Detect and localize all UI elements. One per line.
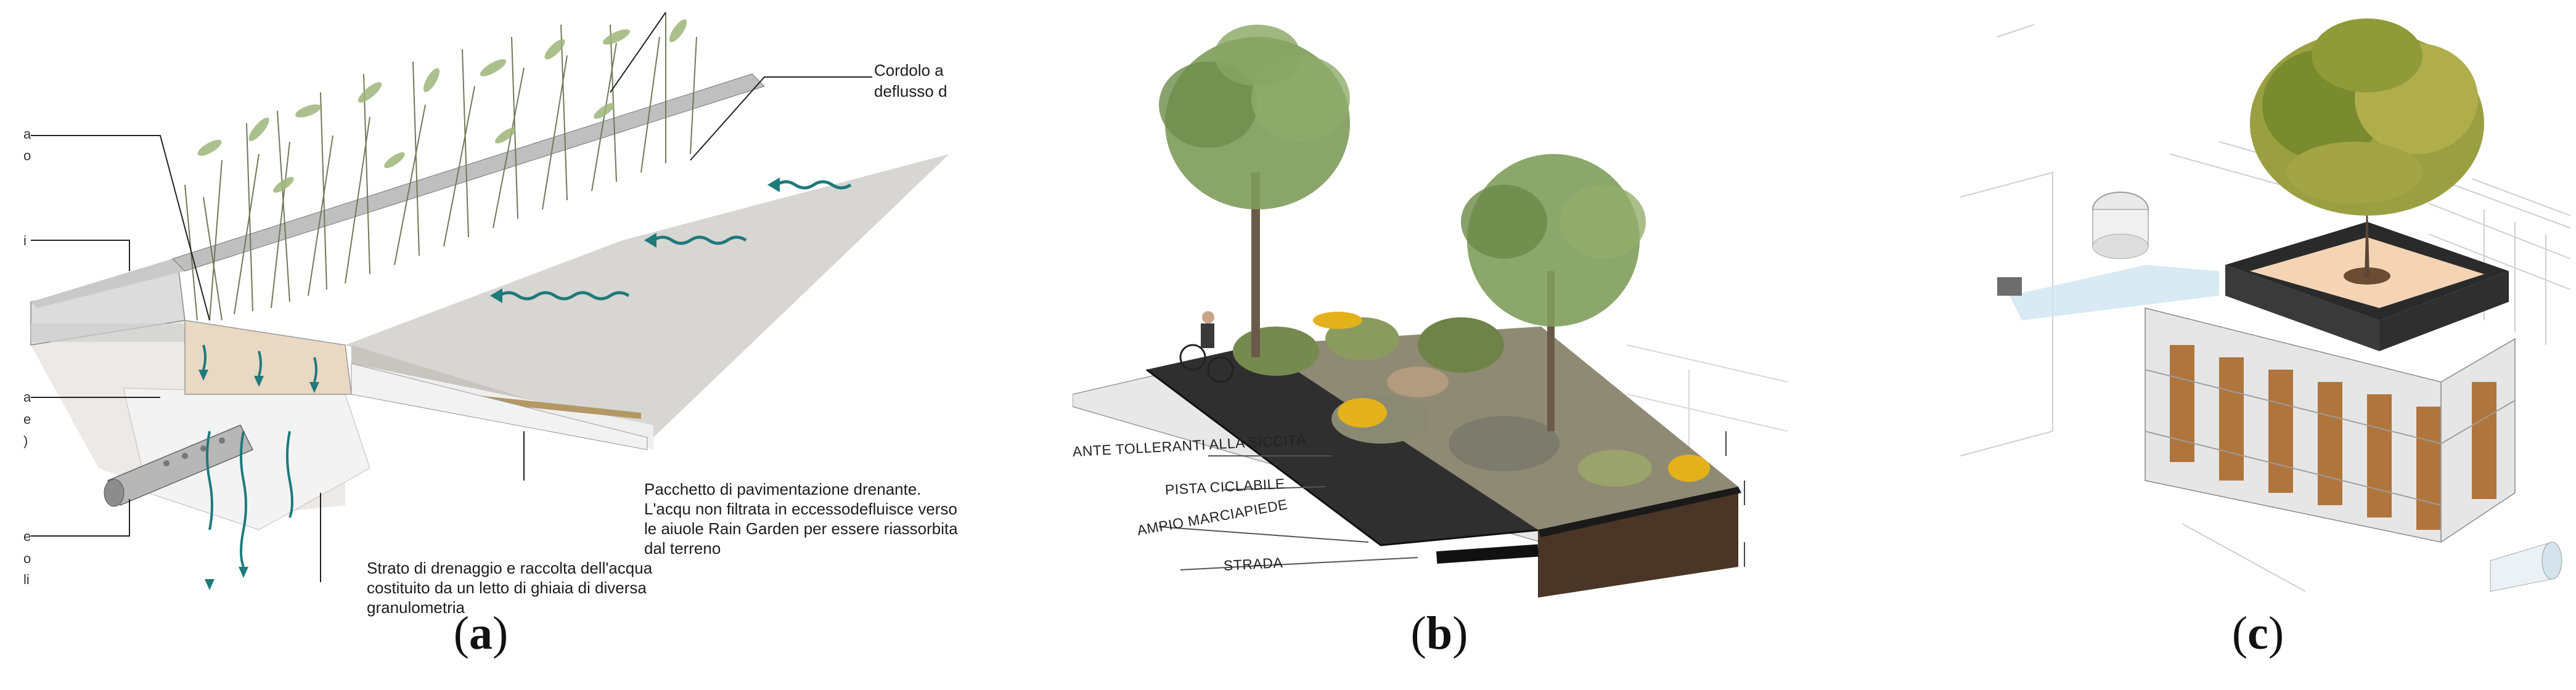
left-pavement-top bbox=[31, 259, 185, 308]
left-label-fragment: i bbox=[23, 233, 27, 248]
tree-left bbox=[1159, 25, 1350, 357]
leader-lines bbox=[31, 12, 872, 582]
curb-label-2: deflusso d bbox=[874, 82, 947, 100]
left-label-fragment: e bbox=[23, 529, 31, 544]
drainage-label: Strato di drenaggio e raccolta dell'acqu… bbox=[367, 559, 653, 617]
curb-right bbox=[1538, 487, 1741, 537]
rain-garden-section-illustration bbox=[30, 12, 949, 590]
bike-lane-edge bbox=[1146, 368, 1542, 546]
right-pavement-front bbox=[351, 363, 648, 450]
drain-pipe bbox=[104, 424, 254, 507]
infiltration-arrows bbox=[202, 344, 317, 567]
grate-icon bbox=[1997, 277, 2022, 296]
right-pavement-top bbox=[345, 154, 949, 437]
tree bbox=[2250, 18, 2484, 277]
curb-label: Cordolo a bbox=[874, 61, 944, 79]
street-section-illustration bbox=[1073, 25, 1788, 598]
leader-lines bbox=[1158, 455, 1418, 570]
surface-water-arrows bbox=[498, 180, 852, 301]
dimension-markers bbox=[1725, 431, 1745, 567]
planter-soil-front bbox=[1538, 487, 1738, 598]
panel-a-rain-garden: a o i a e ) e o li Cordolo a deflusso d … bbox=[0, 0, 962, 690]
pavement-label: Pacchetto di pavimentazione drenante. L'… bbox=[644, 480, 958, 558]
manhole-icon bbox=[2092, 192, 2149, 259]
curb-front-black bbox=[1436, 544, 1539, 564]
curb bbox=[172, 73, 765, 272]
crate-modules bbox=[2145, 307, 2516, 543]
bike-lane bbox=[1147, 345, 1541, 545]
left-label-fragment: a bbox=[23, 126, 31, 142]
left-label-fragment: a bbox=[23, 389, 31, 405]
caption-c: (c) bbox=[2231, 607, 2284, 659]
tree-right bbox=[1461, 154, 1646, 431]
left-label-fragment: ) bbox=[23, 433, 28, 448]
caption-b: (b) bbox=[1410, 607, 1468, 659]
road-tag: STRADA bbox=[1223, 554, 1283, 574]
tree-trench-illustration bbox=[1960, 18, 2571, 592]
cyclist-icon bbox=[1179, 311, 1234, 383]
yellow-flowers bbox=[1313, 312, 1710, 482]
infiltration-arrow-heads bbox=[198, 370, 319, 590]
left-label-fragment: li bbox=[23, 572, 30, 587]
grass-leaves bbox=[197, 19, 687, 193]
left-pavement-hatch bbox=[31, 323, 185, 342]
caption-a: (a) bbox=[453, 607, 509, 659]
surface-arrow-heads bbox=[490, 177, 780, 303]
panel-b-street-section: ANTE TOLLERANTI ALLA SICCITÀ PISTA CICLA… bbox=[1072, 0, 1800, 690]
grasses bbox=[184, 12, 697, 321]
panel-c-tree-trench: (c) bbox=[1960, 0, 2576, 690]
outlet-pipe bbox=[2490, 542, 2562, 592]
left-label-fragment: e bbox=[23, 412, 31, 427]
water-channel bbox=[2010, 265, 2219, 320]
left-label-fragment: o bbox=[23, 551, 31, 566]
left-label-fragment: o bbox=[23, 148, 31, 163]
garden-trench bbox=[184, 320, 352, 395]
